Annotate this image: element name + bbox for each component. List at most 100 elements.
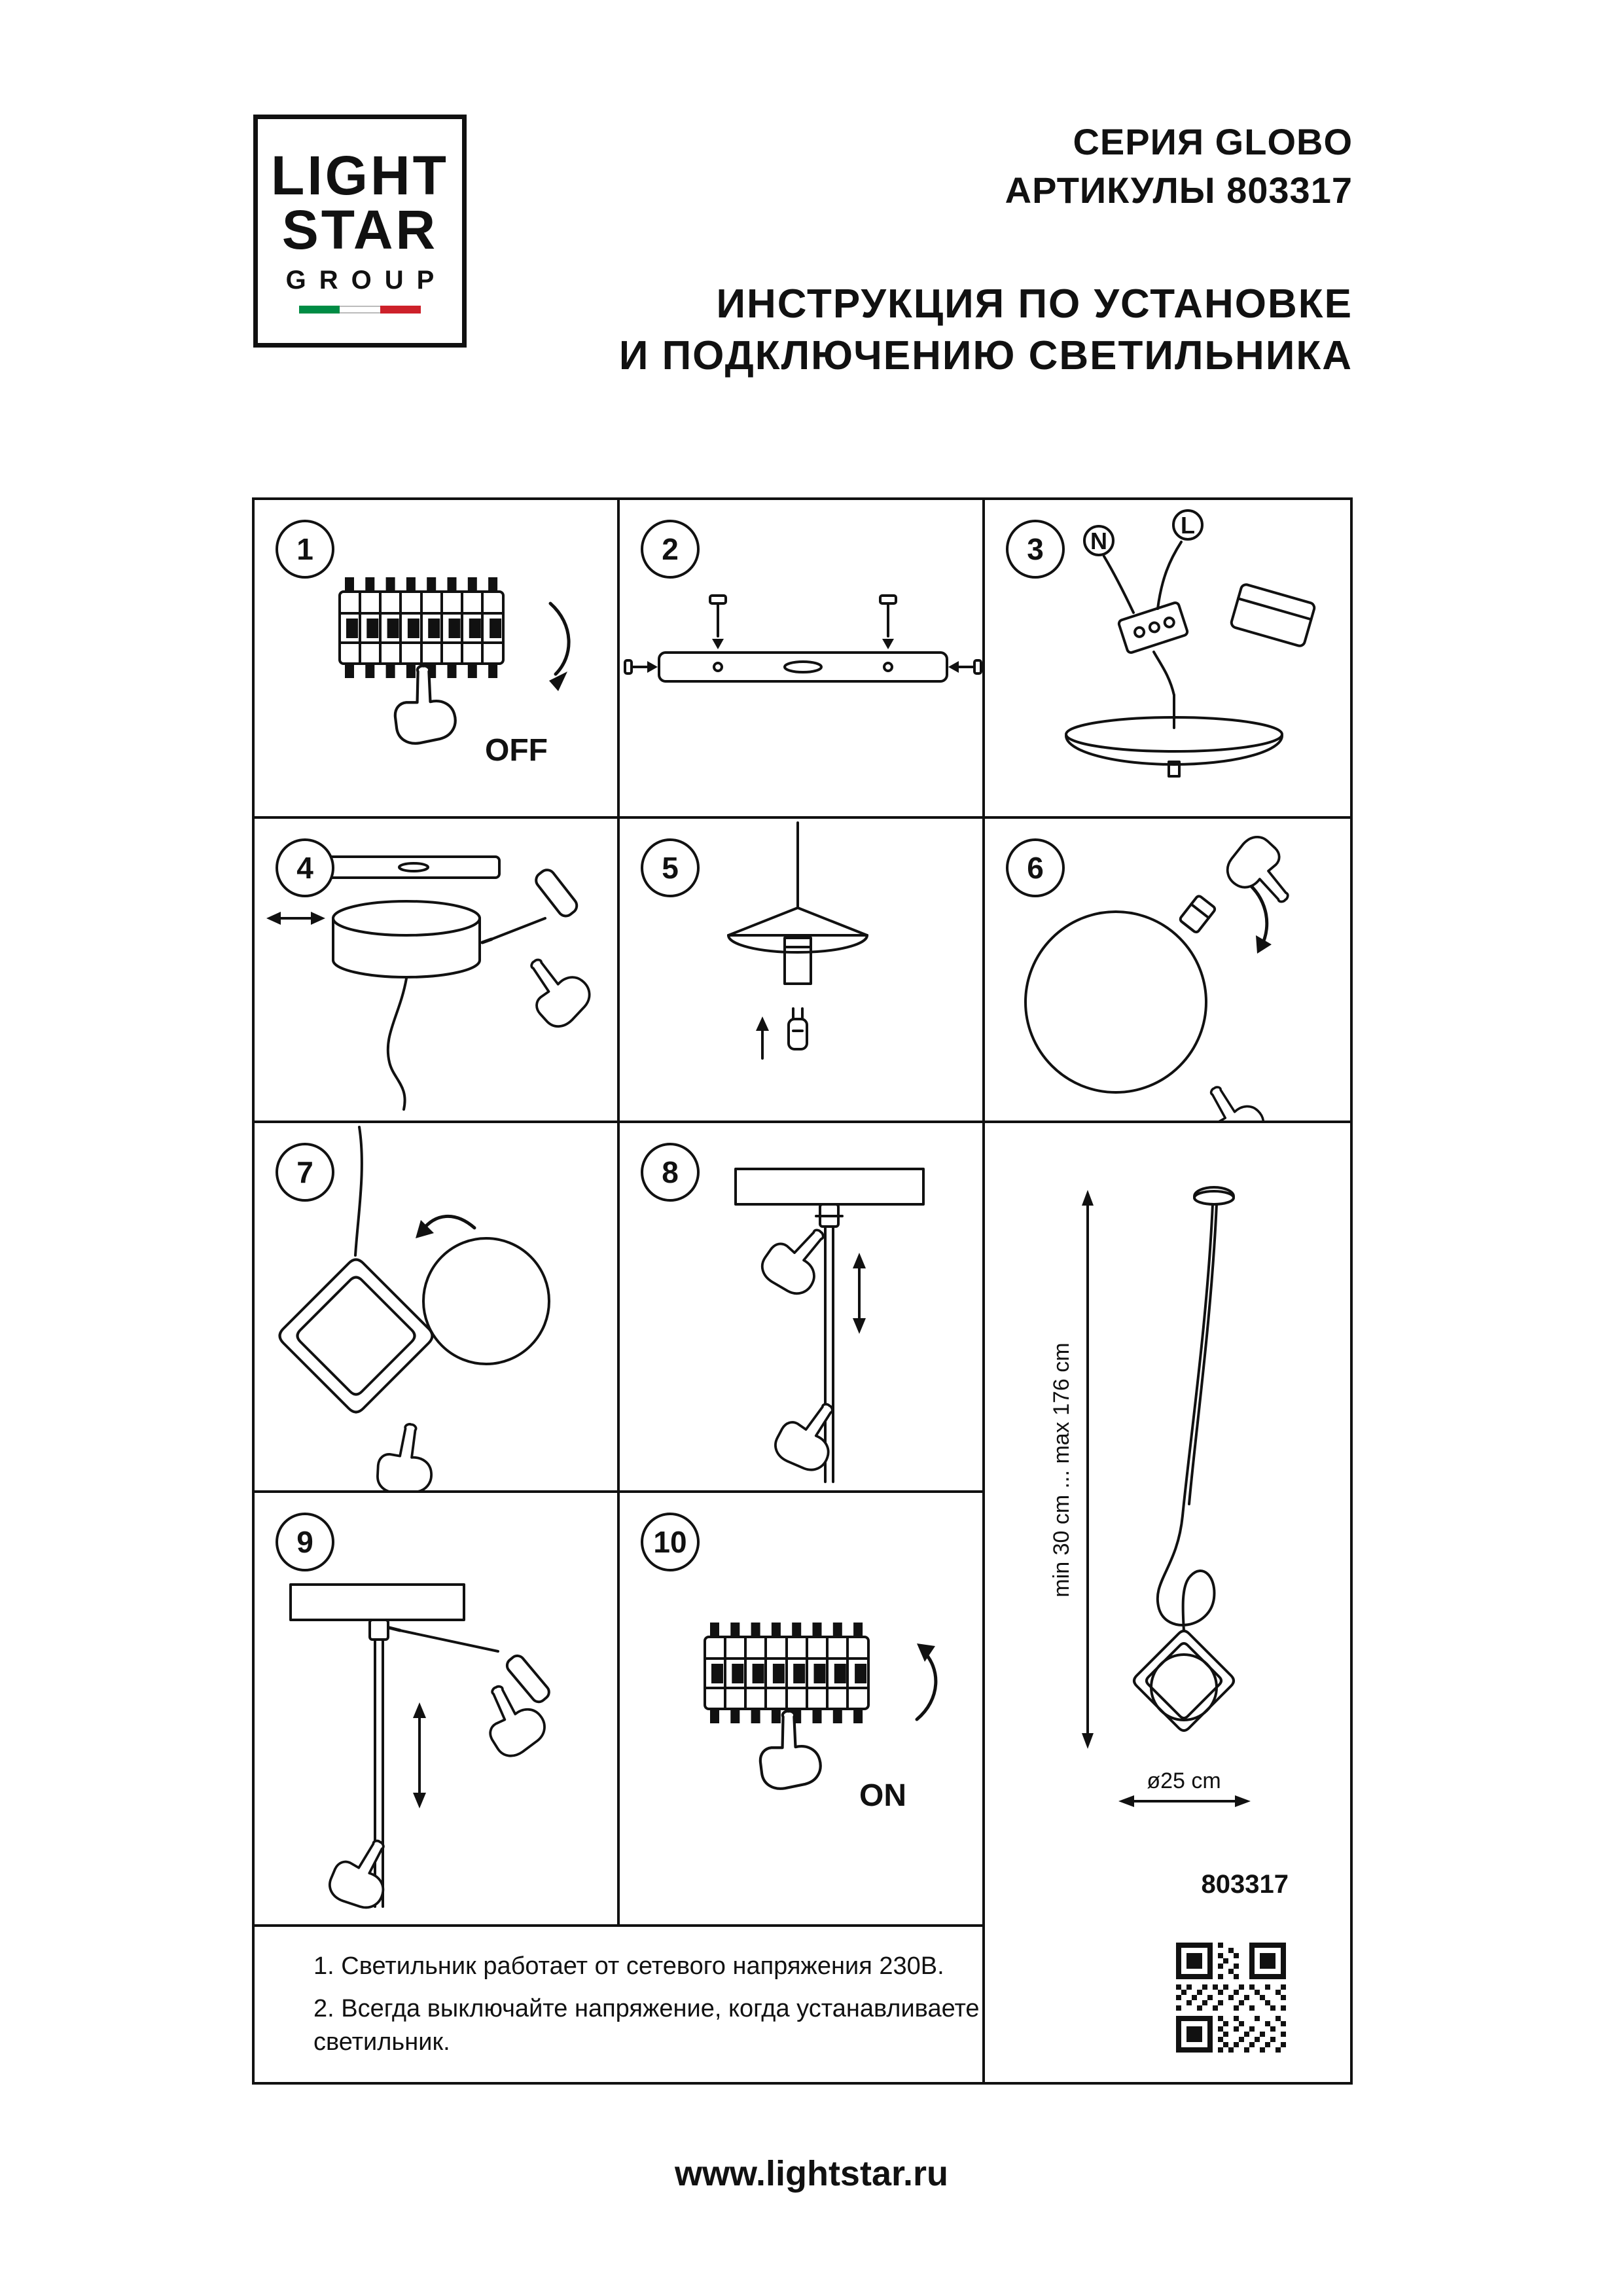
on-label: ON bbox=[859, 1778, 906, 1813]
diamond-frame-icon bbox=[278, 1258, 434, 1414]
wires-icon bbox=[1103, 541, 1183, 696]
instruction-grid: 1 OFF 2 bbox=[252, 497, 1353, 2085]
diamond-frame-icon bbox=[1133, 1630, 1235, 1732]
step-number: 6 bbox=[1006, 838, 1065, 897]
side-screw-icon bbox=[948, 659, 982, 675]
cord-icon bbox=[354, 1126, 363, 1257]
rod-icon bbox=[824, 1225, 834, 1483]
hand-icon bbox=[376, 1423, 433, 1490]
screw-icon bbox=[879, 594, 897, 649]
circuit-breaker-icon bbox=[704, 1623, 870, 1723]
step-7-illustration bbox=[278, 1126, 550, 1490]
website-url: www.lightstar.ru bbox=[674, 2154, 949, 2193]
step-3-cell: 3 bbox=[985, 500, 1350, 819]
cord-grip-icon bbox=[815, 1203, 844, 1228]
height-range-label: min 30 cm ... max 176 cm bbox=[1049, 1342, 1074, 1597]
hand-icon bbox=[329, 1839, 385, 1909]
screw-icon bbox=[709, 594, 727, 649]
ceiling-cap-icon bbox=[1193, 1186, 1235, 1206]
logo-word-light: LIGHT bbox=[271, 145, 449, 207]
hand-icon bbox=[489, 1685, 546, 1757]
halogen-bulb-icon bbox=[787, 1007, 808, 1050]
step-number: 3 bbox=[1006, 520, 1065, 579]
notes-section: 1. Светильник работает от сетевого напря… bbox=[255, 1927, 985, 2082]
step-9-cell: 9 bbox=[255, 1493, 620, 1927]
screwdriver-icon bbox=[480, 869, 579, 944]
step-1-illustration: OFF bbox=[338, 577, 571, 768]
step-8-cell: 8 bbox=[620, 1123, 985, 1493]
step-1-cell: 1 OFF bbox=[255, 500, 620, 819]
glass-globe-icon bbox=[422, 1237, 550, 1365]
step-5-cell: 5 bbox=[620, 819, 985, 1123]
step-3-illustration: N L bbox=[1065, 509, 1316, 778]
series-name: СЕРИЯ GLOBO bbox=[1073, 121, 1353, 162]
step-2-illustration bbox=[624, 594, 982, 683]
glass-globe-icon bbox=[1024, 910, 1207, 1094]
pendant-dimension-illustration: min 30 cm ... max 176 cm ø25 cm 803317 bbox=[1049, 1186, 1289, 2053]
step-4-illustration bbox=[266, 855, 591, 1111]
step-5-illustration bbox=[727, 821, 868, 1060]
insert-arrow-icon bbox=[416, 1214, 476, 1238]
step-number: 4 bbox=[276, 838, 334, 897]
height-dimension: min 30 cm ... max 176 cm bbox=[1049, 1190, 1094, 1749]
logo-word-star: STAR bbox=[281, 198, 438, 260]
logo-word-group: GROUP bbox=[285, 265, 448, 295]
hand-icon bbox=[774, 1403, 834, 1471]
article-number: 803317 bbox=[1202, 1870, 1289, 1899]
fitting-icon bbox=[1179, 895, 1217, 934]
note-line: 2. Всегда выключайте напряжение, когда у… bbox=[313, 1994, 980, 2056]
adjust-arrow-icon bbox=[853, 1253, 866, 1334]
step-10-cell: 10 ON bbox=[620, 1493, 985, 1927]
line-wire-label: L bbox=[1172, 509, 1204, 541]
step-number: 2 bbox=[641, 520, 700, 579]
svg-text:N: N bbox=[1090, 528, 1107, 554]
step-8-illustration bbox=[734, 1168, 925, 1483]
step-2-cell: 2 bbox=[620, 500, 985, 819]
hand-icon bbox=[530, 958, 591, 1028]
off-label: OFF bbox=[485, 733, 548, 768]
page-title: ИНСТРУКЦИЯ ПО УСТАНОВКЕ И ПОДКЛЮЧЕНИЮ СВ… bbox=[618, 281, 1353, 379]
cord-grip-icon bbox=[368, 1619, 389, 1641]
adjust-arrow-icon bbox=[413, 1702, 426, 1808]
step-6-cell: 6 bbox=[985, 819, 1350, 1123]
ceiling-plate-icon bbox=[289, 1583, 465, 1621]
step-number: 8 bbox=[641, 1143, 700, 1202]
step-9-illustration bbox=[289, 1583, 550, 1909]
ceiling-cup-icon bbox=[1065, 694, 1283, 778]
isolator-box-icon bbox=[1230, 583, 1316, 647]
cord-icon bbox=[1156, 1203, 1218, 1632]
step-10-illustration: ON bbox=[704, 1623, 938, 1813]
slide-arrow-icon bbox=[266, 912, 325, 925]
circuit-breaker-icon bbox=[338, 577, 505, 678]
diameter-label: ø25 cm bbox=[1147, 1768, 1221, 1793]
italian-flag-icon bbox=[299, 305, 421, 314]
dimension-diagram-cell: min 30 cm ... max 176 cm ø25 cm 803317 bbox=[985, 1123, 1350, 2082]
ceiling-plate-icon bbox=[734, 1168, 925, 1206]
step-number: 5 bbox=[641, 838, 700, 897]
diameter-dimension: ø25 cm bbox=[1118, 1768, 1251, 1807]
hand-icon bbox=[760, 1229, 825, 1295]
step-number: 1 bbox=[276, 520, 334, 579]
mounting-bracket-icon bbox=[658, 651, 948, 683]
rod-icon bbox=[374, 1638, 384, 1908]
step-number: 7 bbox=[276, 1143, 334, 1202]
qr-code bbox=[1176, 1943, 1286, 2053]
terminal-block-icon bbox=[1117, 601, 1189, 654]
step-number: 9 bbox=[276, 1513, 334, 1571]
bracket-icon bbox=[327, 855, 501, 879]
insert-arrow-icon bbox=[756, 1016, 769, 1060]
pointing-hand-icon bbox=[393, 664, 457, 745]
step-6-illustration bbox=[1024, 836, 1289, 1121]
step-number: 10 bbox=[641, 1513, 700, 1571]
screwdriver-icon bbox=[387, 1626, 550, 1704]
canopy-icon bbox=[332, 900, 481, 978]
svg-text:L: L bbox=[1181, 512, 1195, 539]
switch-off-arrow-icon bbox=[548, 601, 571, 691]
hand-icon bbox=[1209, 1086, 1265, 1121]
switch-on-arrow-icon bbox=[915, 1643, 938, 1721]
series-article: АРТИКУЛЫ 803317 bbox=[1005, 169, 1353, 211]
series-heading: СЕРИЯ GLOBO АРТИКУЛЫ 803317 bbox=[1005, 118, 1353, 215]
note-line: 1. Светильник работает от сетевого напря… bbox=[313, 1952, 944, 1980]
shade-icon bbox=[727, 906, 868, 954]
